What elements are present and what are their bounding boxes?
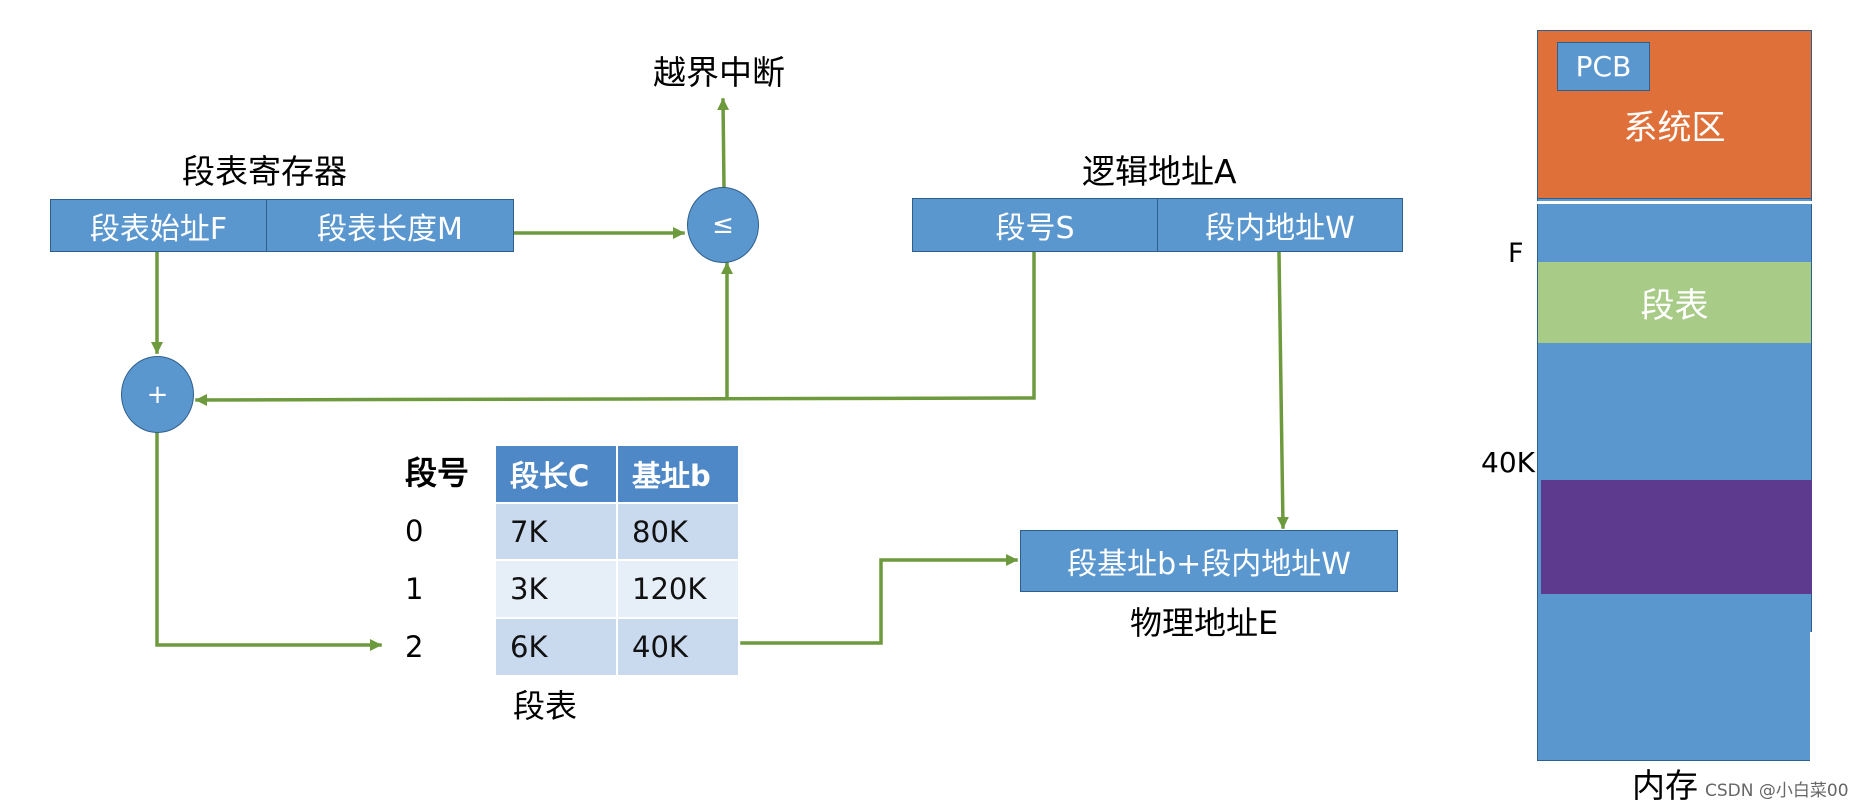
segment-table-header-base: 基址b: [618, 446, 738, 502]
segment-table-row1-length: 3K: [496, 561, 616, 617]
adder-circle: +: [121, 356, 194, 433]
logical-address-label: 逻辑地址A: [1082, 152, 1237, 191]
memory-segment-2: [1541, 480, 1812, 594]
register-length: 段表长度M: [266, 199, 514, 252]
memory-gap-line: [1537, 201, 1812, 204]
segment-table-header-segno: 段号: [405, 454, 470, 492]
register-start-address: 段表始址F: [50, 199, 267, 252]
segment-table-row2-length: 6K: [496, 619, 616, 675]
arrow-offset-to-physical: [1276, 251, 1289, 529]
memory-marker-f: F: [1508, 238, 1524, 269]
segment-table-caption: 段表: [513, 687, 578, 725]
segment-table-row0-base: 80K: [618, 504, 738, 559]
arrow-compare-to-interrupt: [717, 98, 730, 190]
segment-table-row1-no: 1: [405, 572, 424, 606]
logical-segment-number: 段号S: [912, 198, 1158, 252]
segment-table-row1-base: 120K: [618, 561, 738, 617]
logical-offset: 段内地址W: [1157, 198, 1403, 252]
physical-address-box: 段基址b+段内地址W: [1020, 530, 1398, 592]
memory-bottom-gap: [1810, 632, 1816, 763]
memory-pcb: PCB: [1557, 42, 1650, 91]
watermark: CSDN @小白菜00: [1705, 781, 1849, 801]
segment-table-register-label: 段表寄存器: [182, 152, 347, 191]
overflow-interrupt-label: 越界中断: [653, 53, 785, 92]
memory-segment-table: 段表: [1537, 262, 1812, 343]
segment-table-row2-no: 2: [405, 630, 424, 664]
memory-marker-40k: 40K: [1481, 446, 1535, 479]
segment-table-row0-length: 7K: [496, 504, 616, 559]
arrow-base-to-physical: [740, 554, 1018, 645]
memory-caption: 内存: [1632, 766, 1698, 805]
arrow-segno-to-adder: [195, 251, 1036, 406]
segment-table-row2-base: 40K: [618, 619, 738, 675]
physical-address-label: 物理地址E: [1130, 604, 1279, 642]
comparator-circle: ≤: [687, 187, 759, 263]
segment-table-header-length: 段长C: [496, 446, 616, 502]
arrow-adder-to-row2: [155, 432, 382, 651]
segment-table-row0-no: 0: [405, 514, 424, 548]
